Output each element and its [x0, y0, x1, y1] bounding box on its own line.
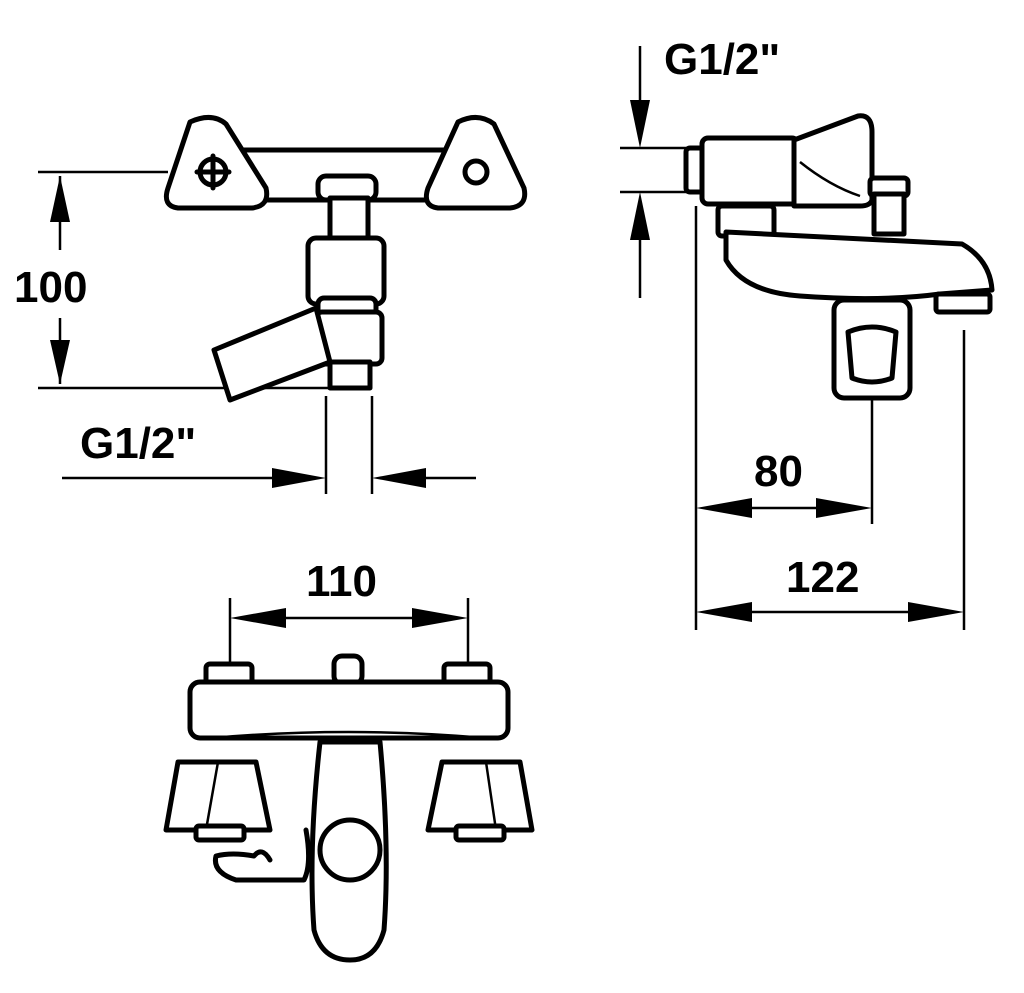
- front-view-left-handle: [163, 759, 273, 833]
- side-view-dim-122-arrow-left: [696, 602, 752, 622]
- top-view: 100 G1/2": [14, 115, 528, 494]
- top-view-right-port: [462, 158, 490, 186]
- front-view-dim-arrow-left: [230, 608, 286, 628]
- top-view-height-arrow-up: [50, 176, 70, 222]
- front-view-body: [187, 679, 511, 741]
- front-view-left-handle-facet: [204, 761, 220, 831]
- front-view-right-handle-base: [453, 823, 507, 843]
- side-view-thread-label: G1/2": [664, 35, 780, 84]
- front-view: 110: [163, 557, 535, 963]
- front-view-body-curve: [211, 730, 487, 740]
- side-view-dim-80-arrow-left: [696, 498, 752, 518]
- front-view-dim-arrow-right: [412, 608, 468, 628]
- top-view-height-label: 100: [14, 263, 87, 312]
- side-view-dim-80-label: 80: [754, 447, 803, 496]
- top-view-thread-label: G1/2": [80, 419, 196, 468]
- front-view-right-handle-facet: [484, 761, 498, 831]
- top-view-thread-arrow-left: [272, 468, 326, 488]
- front-view-left-handle-base: [193, 823, 247, 843]
- top-view-body: [305, 235, 387, 307]
- side-view-aerator: [933, 291, 993, 315]
- side-view-holder-cup: [845, 324, 899, 385]
- side-view: G1/2" 80 122: [620, 35, 995, 630]
- top-view-spout: [211, 305, 333, 403]
- side-view-spout: [723, 229, 995, 302]
- side-view-stem: [871, 191, 907, 237]
- front-view-hose-hook: [212, 827, 312, 883]
- side-view-handle-facet: [799, 161, 861, 198]
- side-view-body: [699, 135, 801, 207]
- front-view-spout-outlet: [317, 817, 383, 883]
- side-view-dim-122-label: 122: [786, 553, 859, 602]
- top-view-height-arrow-down: [50, 340, 70, 384]
- side-view-dim-80-arrow-right: [816, 498, 872, 518]
- side-view-thread-arrow-up: [630, 192, 650, 240]
- top-view-thread-arrow-right: [372, 468, 426, 488]
- top-view-stem: [327, 195, 371, 241]
- front-view-dim-label: 110: [306, 557, 377, 606]
- top-view-outlet: [327, 359, 373, 391]
- side-view-thread-arrow-down: [630, 100, 650, 148]
- side-view-dim-122-arrow-right: [908, 602, 964, 622]
- front-view-right-handle: [425, 759, 535, 833]
- side-view-handle: [791, 113, 875, 209]
